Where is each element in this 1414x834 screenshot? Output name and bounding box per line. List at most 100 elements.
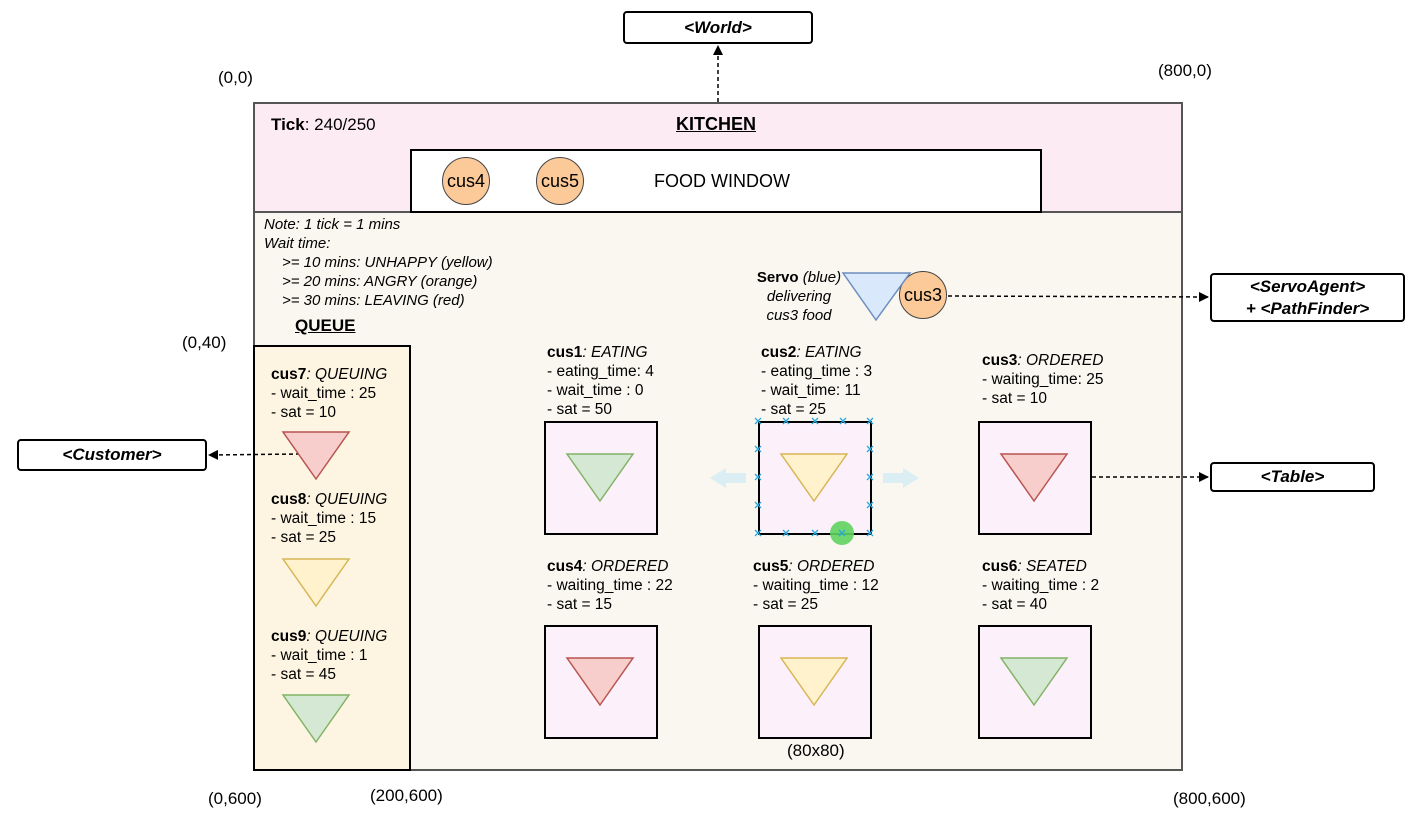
customer-sat: - sat = 15	[547, 596, 613, 613]
customer-state: : QUEUING	[306, 628, 388, 645]
queue-customer-cus9-triangle	[281, 694, 351, 744]
world-label: <World>	[684, 17, 752, 37]
food-window-item-cus5: cus5	[536, 157, 584, 205]
note-line-2: Wait time:	[264, 235, 331, 252]
customer-name: cus1	[547, 344, 583, 361]
queue-customer-cus8-triangle	[281, 558, 351, 608]
servo-color-note: (blue)	[798, 269, 842, 286]
customer-state: : EATING	[582, 344, 648, 361]
coord-bottom-left: (0,600)	[208, 789, 262, 808]
food-window	[410, 149, 1042, 213]
customer-waiting-time: - waiting_time : 22	[547, 577, 673, 594]
customer-sat: - sat = 10	[982, 390, 1048, 407]
food-window-label: FOOD WINDOW	[654, 171, 790, 191]
customer-name: cus2	[761, 344, 797, 361]
customer-name: cus8	[271, 491, 307, 508]
table-cus4-customer-triangle	[565, 657, 635, 707]
customer-sat: - sat = 25	[271, 529, 337, 546]
customer-sat: - sat = 45	[271, 666, 337, 683]
customer-label-box: <Customer>	[17, 439, 207, 471]
servo-triangle	[841, 272, 912, 322]
customer-sat: - sat = 50	[547, 401, 613, 418]
note-line-3: >= 10 mins: UNHAPPY (yellow)	[282, 254, 493, 271]
customer-waiting-time: - waiting_time : 12	[753, 577, 879, 594]
customer-state: : EATING	[796, 344, 862, 361]
move-right-arrow-icon[interactable]	[883, 468, 919, 488]
table-cus5-info: cus5: ORDERED - waiting_time : 12 - sat …	[753, 557, 879, 614]
customer-eating-time: - eating_time: 4	[547, 363, 654, 380]
customer-wait-time: - wait_time : 0	[547, 382, 644, 399]
customer-waiting-time: - waiting_time : 2	[982, 577, 1100, 594]
queue-customer-cus9-info: cus9: QUEUING - wait_time : 1 - sat = 45	[271, 627, 387, 684]
servo-status-line-2: cus3 food	[766, 307, 832, 324]
tick-value: : 240/250	[304, 115, 376, 134]
table-size-label: (80x80)	[787, 741, 845, 760]
coord-origin: (0,0)	[218, 68, 253, 87]
tick-label: Tick	[271, 115, 305, 134]
customer-wait-time: - wait_time: 11	[761, 382, 861, 399]
customer-sat: - sat = 25	[753, 596, 819, 613]
customer-sat: - sat = 10	[271, 404, 337, 421]
coord-top-right: (800,0)	[1158, 61, 1212, 80]
tick-display: Tick: 240/250	[271, 115, 376, 134]
table-cus2-customer-triangle	[779, 453, 849, 503]
rotate-handle-mark	[838, 529, 846, 537]
table-label: <Table>	[1260, 467, 1325, 486]
customer-name: cus5	[753, 558, 789, 575]
customer-state: : SEATED	[1017, 558, 1087, 575]
customer-wait-time: - wait_time : 1	[271, 647, 368, 664]
kitchen-title: KITCHEN	[676, 114, 756, 134]
table-cus4-info: cus4: ORDERED - waiting_time : 22 - sat …	[547, 557, 673, 614]
customer-state: : ORDERED	[582, 558, 669, 575]
customer-wait-time: - wait_time : 25	[271, 385, 377, 402]
customer-sat: - sat = 25	[761, 401, 827, 418]
table-cus5-customer-triangle	[779, 657, 849, 707]
customer-label: <Customer>	[62, 445, 162, 464]
customer-state: : ORDERED	[1017, 352, 1104, 369]
servo-agent-label-line-2: + <PathFinder>	[1245, 298, 1370, 318]
servo-name: Servo	[756, 269, 799, 286]
customer-state: : QUEUING	[306, 366, 388, 383]
food-window-item-cus4: cus4	[442, 157, 490, 205]
coord-kitchen-bottom: (0,40)	[182, 333, 227, 352]
world-label-box: <World>	[623, 11, 813, 44]
table-cus6-info: cus6: SEATED - waiting_time : 2 - sat = …	[982, 557, 1099, 614]
note-line-5: >= 30 mins: LEAVING (red)	[282, 292, 465, 309]
servo-carried-food-cus3: cus3	[899, 271, 947, 319]
servo-status-line-1: delivering	[766, 288, 832, 305]
table-label-box: <Table>	[1210, 462, 1375, 492]
queue-title: QUEUE	[295, 316, 356, 335]
customer-waiting-time: - waiting_time: 25	[982, 371, 1104, 388]
customer-connector-arrow	[208, 449, 301, 460]
customer-sat: - sat = 40	[982, 596, 1048, 613]
servo-agent-connector-arrow	[947, 291, 1209, 302]
servo-description: Servo (blue) delivering cus3 food	[752, 268, 846, 325]
servo-agent-label-box: <ServoAgent> + <PathFinder>	[1210, 273, 1405, 322]
queue-customer-cus8-info: cus8: QUEUING - wait_time : 15 - sat = 2…	[271, 490, 387, 547]
table-cus2-info: cus2: EATING - eating_time : 3 - wait_ti…	[761, 343, 872, 419]
queue-customer-cus7-info: cus7: QUEUING - wait_time : 25 - sat = 1…	[271, 365, 387, 422]
table-cus1-customer-triangle	[565, 453, 635, 503]
customer-name: cus4	[547, 558, 583, 575]
note-line-1: Note: 1 tick = 1 mins	[264, 216, 401, 233]
customer-state: : ORDERED	[788, 558, 875, 575]
table-cus1-info: cus1: EATING - eating_time: 4 - wait_tim…	[547, 343, 654, 419]
customer-eating-time: - eating_time : 3	[761, 363, 873, 380]
selection-handles[interactable]	[754, 417, 874, 537]
customer-name: cus7	[271, 366, 307, 383]
queue-customer-cus7-triangle	[281, 431, 351, 481]
customer-name: cus3	[982, 352, 1018, 369]
customer-wait-time: - wait_time : 15	[271, 510, 377, 527]
table-cus3-info: cus3: ORDERED - waiting_time: 25 - sat =…	[982, 351, 1103, 408]
customer-state: : QUEUING	[306, 491, 388, 508]
note-line-4: >= 20 mins: ANGRY (orange)	[282, 273, 478, 290]
customer-name: cus6	[982, 558, 1018, 575]
table-cus6-customer-triangle	[999, 657, 1069, 707]
move-left-arrow-icon[interactable]	[710, 468, 746, 488]
servo-agent-label-line-1: <ServoAgent>	[1249, 276, 1366, 296]
table-cus3-customer-triangle	[999, 453, 1069, 503]
customer-name: cus9	[271, 628, 307, 645]
coord-queue-bottom-right: (200,600)	[370, 786, 443, 805]
coord-bottom-right: (800,600)	[1173, 789, 1246, 808]
